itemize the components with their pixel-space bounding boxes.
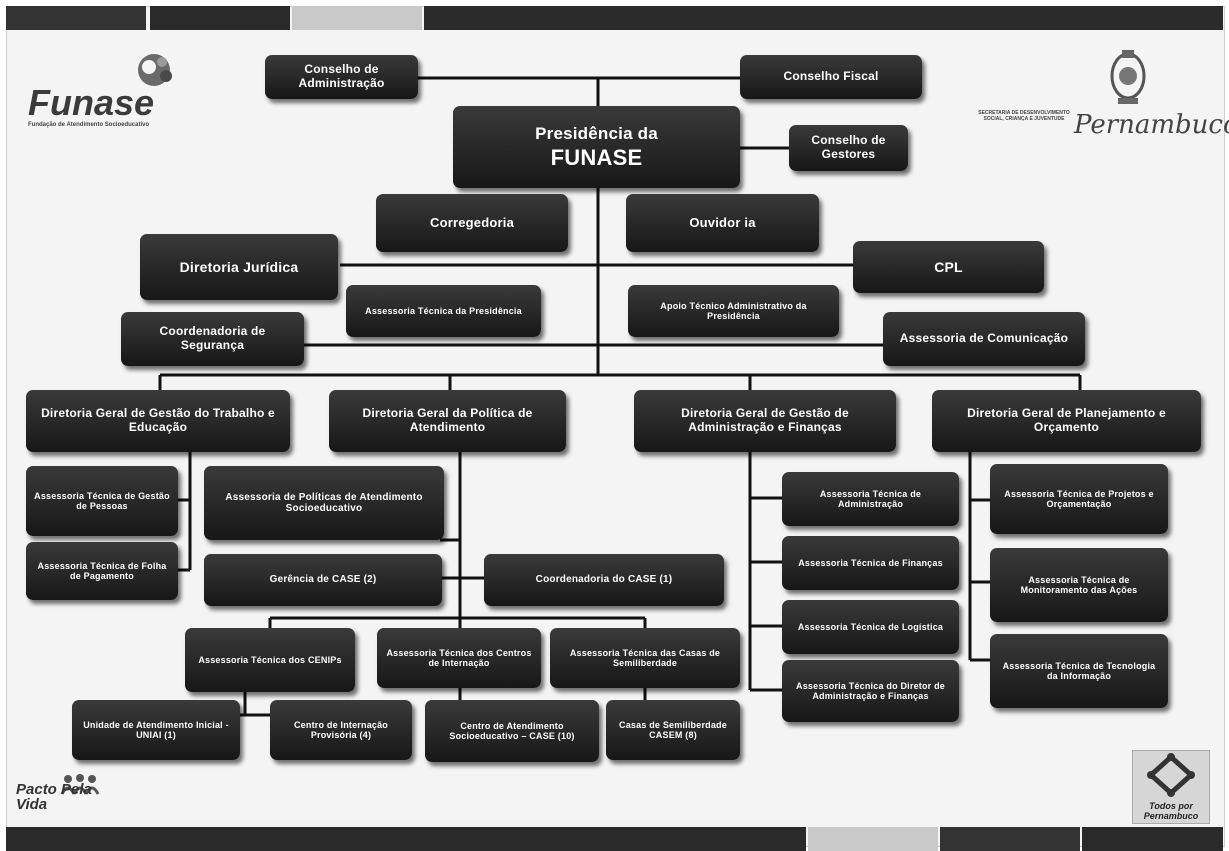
funase-subtitle: Fundação de Atendimento Socioeducativo bbox=[28, 122, 150, 128]
pacto-logo-text: Pacto Pela Vida bbox=[16, 781, 92, 813]
node-at-tecnologia-informacao: Assessoria Técnica de Tecnologia da Info… bbox=[990, 634, 1168, 708]
node-ouvidoria: Ouvidor ia bbox=[626, 194, 819, 252]
funase-logo-text: Funase bbox=[28, 82, 155, 123]
node-coordenadoria-case: Coordenadoria do CASE (1) bbox=[484, 554, 724, 606]
node-at-monitoramento-acoes: Assessoria Técnica de Monitoramento das … bbox=[990, 548, 1168, 622]
node-cpl: CPL bbox=[853, 241, 1044, 293]
pacto-people-icon bbox=[60, 774, 106, 796]
funase-logo-icon bbox=[130, 50, 186, 90]
node-dg-planejamento-orcamento: Diretoria Geral de Planejamento e Orçame… bbox=[932, 390, 1201, 452]
node-at-gestao-pessoas: Assessoria Técnica de Gestão de Pessoas bbox=[26, 466, 178, 536]
node-casem: Casas de Semiliberdade CASEM (8) bbox=[606, 700, 740, 760]
node-dg-administracao-financas: Diretoria Geral de Gestão de Administraç… bbox=[634, 390, 896, 452]
node-gerencia-case: Gerência de CASE (2) bbox=[204, 554, 442, 606]
node-cenip: Centro de Internação Provisória (4) bbox=[270, 700, 412, 760]
todos-logo: Todos por Pernambuco bbox=[1132, 750, 1210, 824]
node-coordenadoria-seguranca: Coordenadoria de Segurança bbox=[121, 312, 304, 366]
node-at-diretor-administracao: Assessoria Técnica do Diretor de Adminis… bbox=[782, 660, 959, 722]
node-at-casas-semiliberdade: Assessoria Técnica das Casas de Semilibe… bbox=[550, 628, 740, 688]
node-presidencia: Presidência da FUNASE bbox=[453, 106, 740, 188]
node-case-10: Centro de Atendimento Socioeducativo – C… bbox=[425, 700, 599, 762]
node-at-logistica: Assessoria Técnica de Logística bbox=[782, 600, 959, 654]
node-assessoria-tecnica-presidencia: Assessoria Técnica da Presidência bbox=[346, 285, 541, 337]
presidencia-line-2: FUNASE bbox=[550, 145, 643, 171]
presidencia-line-1: Presidência da bbox=[535, 123, 658, 143]
node-apoio-tecnico-administrativo: Apoio Técnico Administrativo da Presidên… bbox=[628, 285, 839, 337]
node-assessoria-politicas-atendimento: Assessoria de Políticas de Atendimento S… bbox=[204, 466, 444, 540]
secretaria-text: SECRETARIA DE DESENVOLVIMENTO SOCIAL, CR… bbox=[978, 110, 1070, 122]
node-at-administracao: Assessoria Técnica de Administração bbox=[782, 472, 959, 526]
node-at-projetos-orcamentacao: Assessoria Técnica de Projetos e Orçamen… bbox=[990, 464, 1168, 534]
node-dg-gestao-trabalho: Diretoria Geral de Gestão do Trabalho e … bbox=[26, 390, 290, 452]
node-at-cenips: Assessoria Técnica dos CENIPs bbox=[185, 628, 355, 692]
node-at-financas: Assessoria Técnica de Finanças bbox=[782, 536, 959, 590]
top-band bbox=[0, 6, 1229, 30]
node-corregedoria: Corregedoria bbox=[376, 194, 568, 252]
pernambuco-logo-text: Pernambuco bbox=[1074, 110, 1229, 140]
node-conselho-fiscal: Conselho Fiscal bbox=[740, 55, 922, 99]
node-dg-politica-atendimento: Diretoria Geral da Política de Atendimen… bbox=[329, 390, 566, 452]
node-at-folha-pagamento: Assessoria Técnica de Folha de Pagamento bbox=[26, 542, 178, 600]
pernambuco-coat-of-arms-icon bbox=[1108, 50, 1148, 108]
node-at-centros-internacao: Assessoria Técnica dos Centros de Intern… bbox=[377, 628, 541, 688]
node-uniai: Unidade de Atendimento Inicial - UNIAI (… bbox=[72, 700, 240, 760]
node-conselho-gestores: Conselho de Gestores bbox=[789, 125, 908, 171]
node-conselho-administracao: Conselho de Administração bbox=[265, 55, 418, 99]
todos-logo-text: Todos por Pernambuco bbox=[1143, 801, 1199, 821]
todos-diamond-icon bbox=[1147, 753, 1195, 797]
node-assessoria-comunicacao: Assessoria de Comunicação bbox=[883, 312, 1085, 366]
node-diretoria-juridica: Diretoria Jurídica bbox=[140, 234, 338, 300]
bottom-band bbox=[0, 827, 1229, 851]
